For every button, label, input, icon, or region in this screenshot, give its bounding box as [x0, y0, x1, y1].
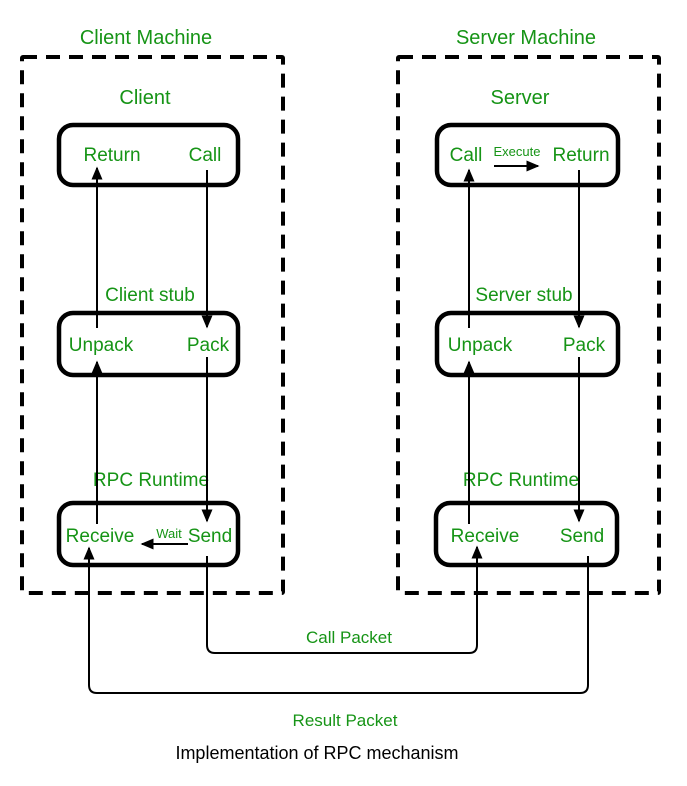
client-call-label: Call	[189, 145, 222, 166]
client-stub-label: Client stub	[105, 285, 195, 306]
client-runtime-box	[56, 500, 241, 568]
packet-connectors: Call Packet Result Packet	[83, 545, 589, 730]
call-packet-path	[206, 545, 483, 654]
server-runtime-label: RPC Runtime	[463, 470, 579, 491]
client-machine-title: Client Machine	[80, 27, 212, 49]
client-return-label: Return	[83, 145, 140, 166]
server-machine-border	[396, 55, 661, 595]
client-stub-box	[56, 310, 241, 378]
client-machine-border	[20, 55, 285, 595]
server-app-label: Server	[491, 87, 550, 109]
server-app-box	[434, 122, 621, 188]
server-unpack-label: Unpack	[448, 335, 513, 356]
client-wait-label: Wait	[156, 526, 182, 541]
client-receive-label: Receive	[66, 526, 135, 547]
server-machine-title: Server Machine	[456, 27, 596, 49]
server-pack-label: Pack	[563, 335, 606, 356]
client-unpack-label: Unpack	[69, 335, 134, 356]
call-packet-label: Call Packet	[306, 628, 392, 647]
server-call-label: Call	[450, 145, 483, 166]
server-execute-label: Execute	[494, 144, 541, 159]
server-runtime-box	[433, 500, 620, 568]
client-machine: Client Machine Client Return Call Client…	[20, 27, 285, 595]
result-packet-label: Result Packet	[293, 711, 398, 730]
client-pack-label: Pack	[187, 335, 230, 356]
client-send-label: Send	[188, 526, 232, 547]
server-stub-label: Server stub	[475, 285, 572, 306]
result-packet-path	[83, 546, 589, 694]
client-app-label: Client	[119, 87, 171, 109]
server-return-label: Return	[552, 145, 609, 166]
server-send-label: Send	[560, 526, 604, 547]
server-receive-label: Receive	[451, 526, 520, 547]
client-runtime-label: RPC Runtime	[93, 470, 209, 491]
server-stub-box	[434, 310, 621, 378]
diagram-caption: Implementation of RPC mechanism	[175, 743, 458, 763]
client-app-box	[56, 122, 241, 188]
server-machine: Server Machine Server Call Execute Retur…	[396, 27, 661, 595]
